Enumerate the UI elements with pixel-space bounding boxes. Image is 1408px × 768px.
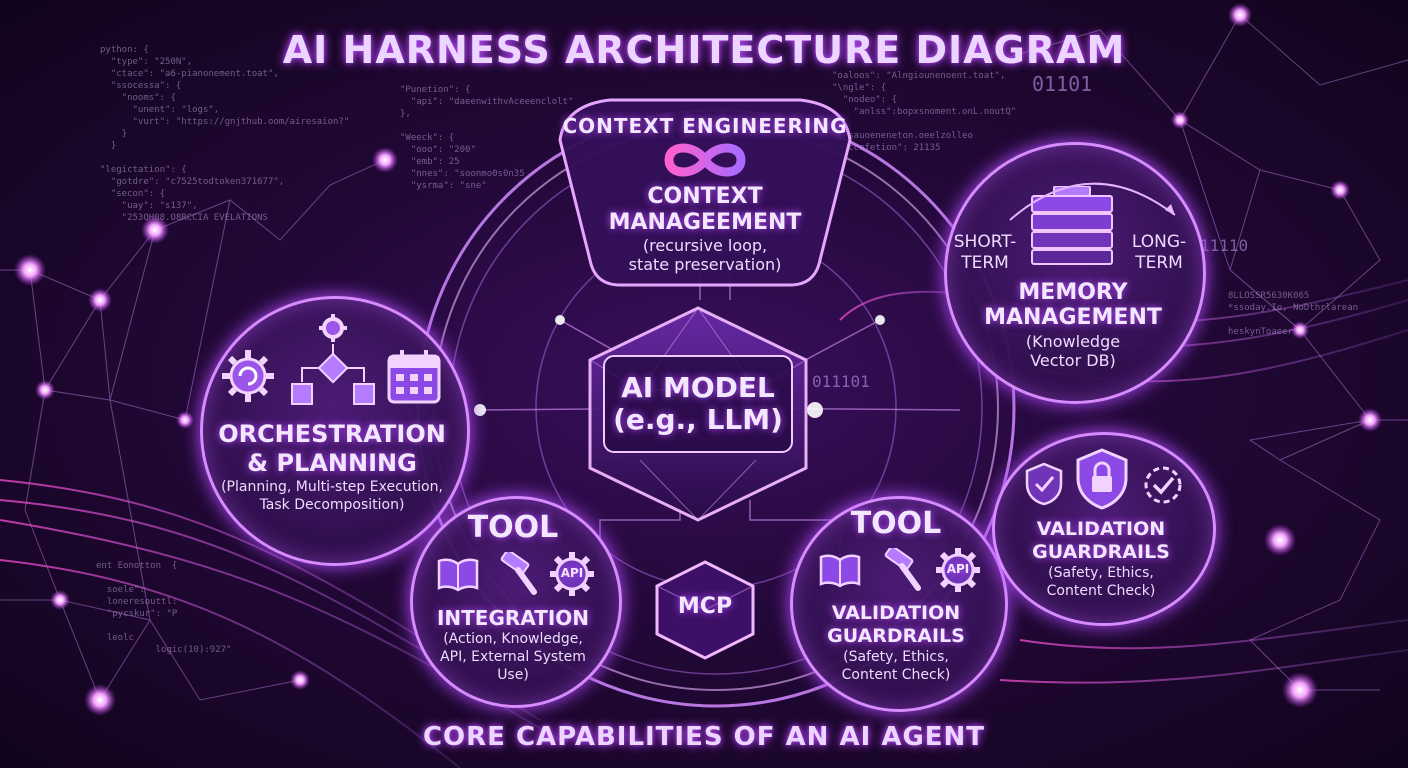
memory-arrow-icon	[1009, 182, 1176, 221]
api-gear-icon	[936, 548, 980, 592]
binary-text: 11110	[1200, 236, 1249, 255]
api-gear-icon	[550, 552, 594, 596]
binary-text: 011101	[812, 372, 870, 391]
orchestration-desc: (Planning, Multi-step Execution, Task De…	[221, 479, 443, 513]
ai-model-title: AI MODEL (e.g., LLM)	[613, 371, 783, 436]
book-icon	[437, 558, 479, 592]
orchestration-title: ORCHESTRATION & PLANNING	[218, 420, 446, 477]
tool-validation-node	[790, 496, 1008, 712]
code-snippet-right: "oaloos": "Alngiounenoent.toat", "\ngle"…	[832, 71, 1017, 153]
binary-text: 01101	[1032, 72, 1093, 96]
gear-check-icon	[1144, 466, 1182, 504]
code-snippet-center: "Punetion": { "api": "daeenwithvAceeencl…	[400, 85, 574, 191]
footer-caption: CORE CAPABILITIES OF AN AI AGENT	[422, 722, 986, 752]
code-snippet-left: python: { "type": "250N", "ctace": "a6-p…	[100, 45, 350, 223]
mcp-label: MCP	[677, 594, 733, 619]
tool-integration-desc: (Action, Knowledge, API, External System…	[440, 631, 586, 683]
tool-integration-node	[410, 496, 622, 708]
shield-lock-icon	[1076, 448, 1128, 510]
validation-guardrails-title: VALIDATION GUARDRAILS	[1032, 518, 1170, 563]
tool-integration-title: TOOL	[467, 510, 559, 545]
tool-integration-subtitle: INTEGRATION	[436, 606, 590, 630]
memory-management-title: MEMORY MANAGEMENT	[984, 280, 1162, 330]
hammer-icon	[500, 552, 537, 595]
context-management-desc: (recursive loop, state preservation)	[628, 236, 782, 274]
shield-check-icon	[1025, 462, 1063, 506]
tool-validation-desc: (Safety, Ethics, Content Check)	[841, 649, 951, 683]
tool-validation-subtitle: VALIDATION GUARDRAILS	[827, 602, 965, 647]
short-term-label: SHORT- TERM	[953, 232, 1017, 273]
context-engineering-heading: CONTEXT ENGINEERING	[562, 114, 848, 138]
workflow-icon	[291, 314, 375, 405]
memory-management-desc: (Knowledge Vector DB)	[1025, 332, 1121, 370]
hammer-icon	[884, 548, 921, 591]
long-term-label: LONG- TERM	[1131, 232, 1187, 273]
page-title: AI HARNESS ARCHITECTURE DIAGRAM	[282, 28, 1126, 72]
calendar-icon	[387, 350, 441, 404]
api-label: API	[560, 566, 584, 580]
tool-validation-title: TOOL	[850, 506, 942, 541]
code-snippet-far-right: 8LLOSSR5630K065 *ssoday.Io, NoDthrlarean…	[1228, 291, 1359, 337]
validation-guardrails-desc: (Safety, Ethics, Content Check)	[1046, 565, 1156, 599]
gear-refresh-icon	[222, 350, 274, 402]
code-snippet-bottom-left: ent Eonotton { soele": loneresouttl: "py…	[96, 561, 232, 655]
book-icon	[819, 554, 861, 588]
infinity-icon	[664, 143, 746, 177]
server-stack-icon	[1031, 186, 1113, 265]
context-management-title: CONTEXT MANAGEEMENT	[608, 184, 802, 235]
api-label: API	[946, 562, 970, 576]
